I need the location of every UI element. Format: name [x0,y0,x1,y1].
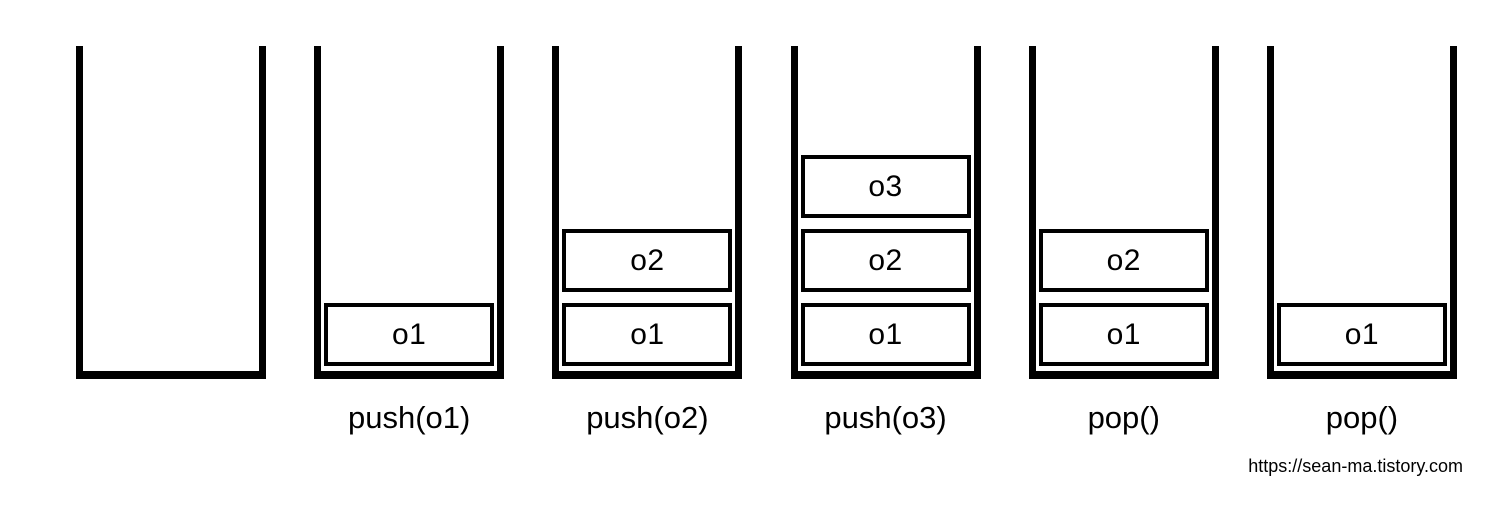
stack-container: o1 o2 [552,46,743,379]
stack-item: o3 [800,155,971,218]
stack-group-push-o1: o1 push(o1) [314,46,505,440]
stack-operation-label: push(o3) [824,400,947,435]
stack-item: o2 [562,229,733,292]
stacks-row: o1 push(o1) o1 o2 push(o2) o1 o2 o3 push… [76,46,1457,440]
stack-item: o1 [1276,303,1447,366]
stack-container: o1 [1266,46,1457,379]
stack-item: o1 [562,303,733,366]
stack-operation-label: pop() [1325,400,1399,435]
stack-operation-label: push(o2) [586,400,709,435]
stack-operation-label: pop() [1087,400,1160,435]
stack-item: o1 [324,303,495,366]
stack-container: o1 o2 o3 [790,46,981,379]
stack-group-pop-2: o1 pop() [1266,46,1457,440]
stack-operation-label: push(o1) [348,400,471,435]
stack-group-pop-1: o1 o2 pop() [1028,46,1219,440]
stack-container-empty [76,46,266,379]
watermark-url: https://sean-ma.tistory.com [1248,456,1463,476]
stack-group-initial [76,46,266,440]
stack-container: o1 o2 [1028,46,1219,379]
stack-item: o1 [1038,303,1209,366]
stack-item: o2 [800,229,971,292]
stack-item: o2 [1038,229,1209,292]
stack-group-push-o3: o1 o2 o3 push(o3) [790,46,981,440]
stack-container: o1 [314,46,505,379]
stack-item: o1 [800,303,971,366]
stack-group-push-o2: o1 o2 push(o2) [552,46,743,440]
